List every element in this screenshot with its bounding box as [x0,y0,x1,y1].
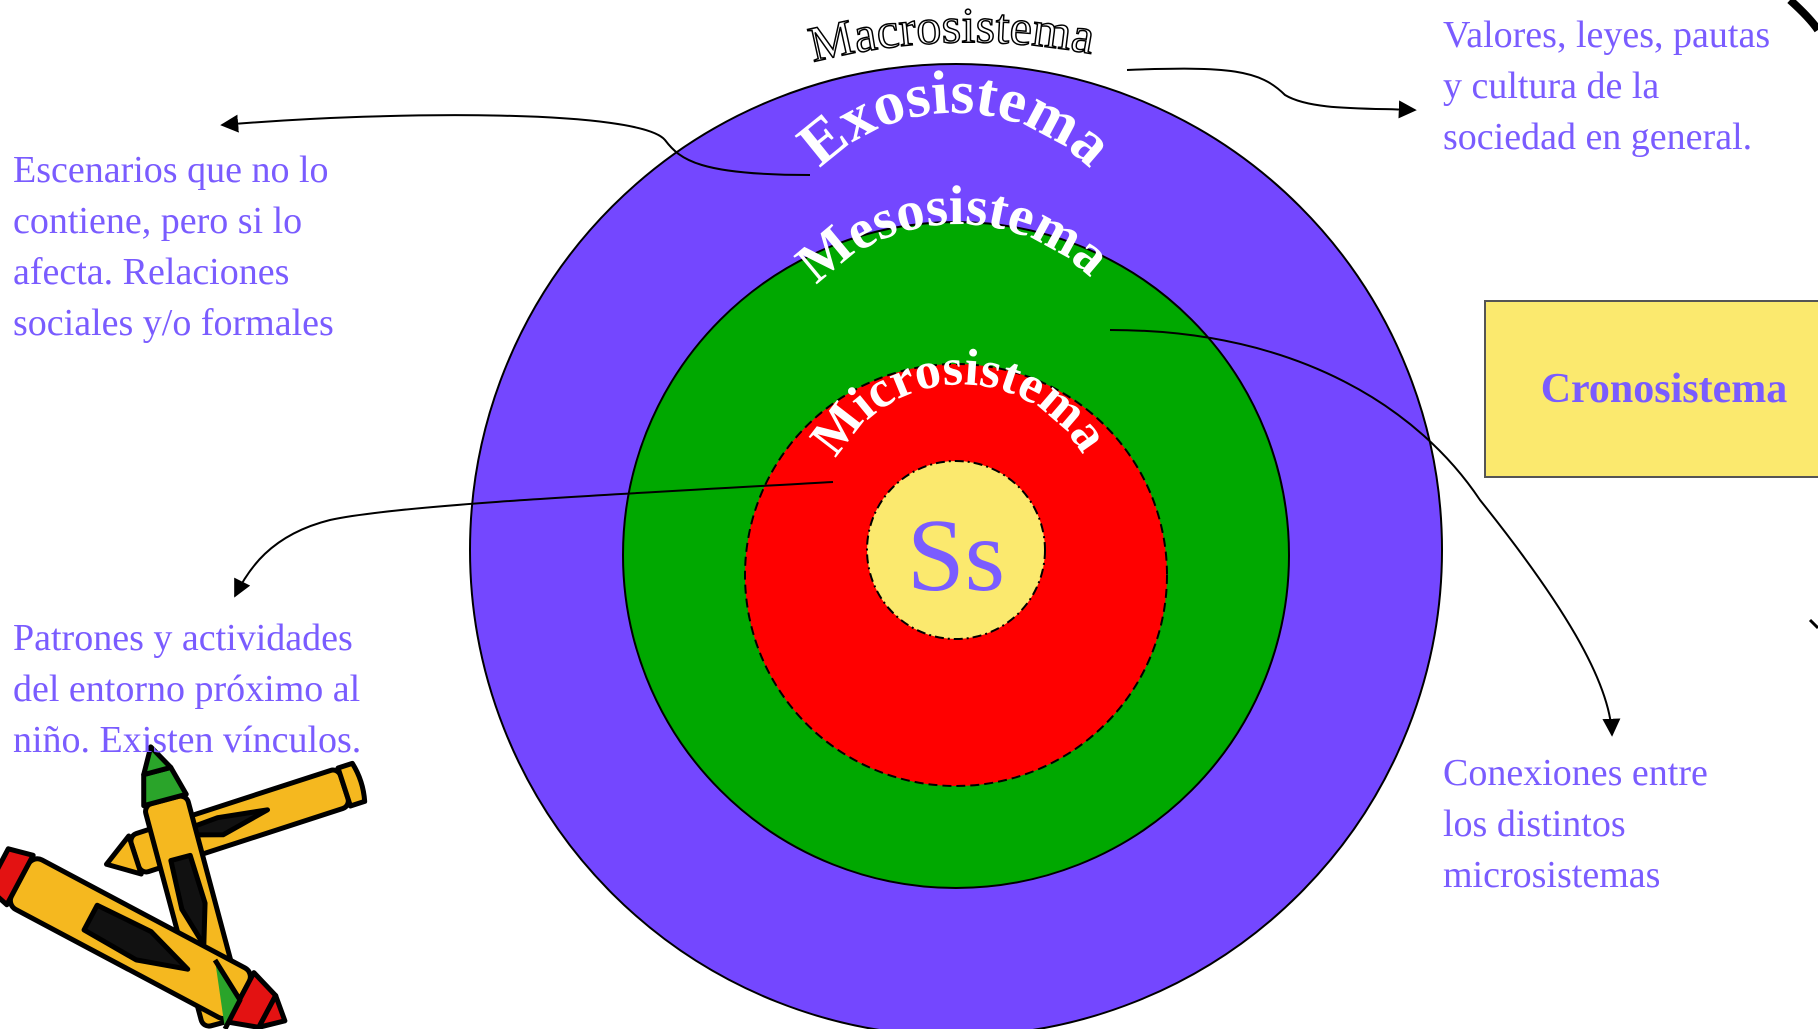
mesosystem-note: Conexiones entre los distintos microsist… [1443,748,1708,901]
crayons-icon [0,741,367,1029]
corner-mark [1790,0,1818,30]
chronosystem-label: Cronosistema [1541,365,1788,413]
microsystem-note: Patrones y actividades del entorno próxi… [13,613,361,766]
exosystem-note: Escenarios que no lo contiene, pero si l… [13,145,334,349]
macro-arrow [1127,69,1415,110]
macrosystem-note: Valores, leyes, pautas y cultura de la s… [1443,10,1770,163]
macrosystem-label: Macrosistema [803,0,1099,72]
subject-label: Ss [907,498,1005,613]
edge-mark [1810,620,1818,628]
chronosystem-box: Cronosistema [1484,300,1818,478]
